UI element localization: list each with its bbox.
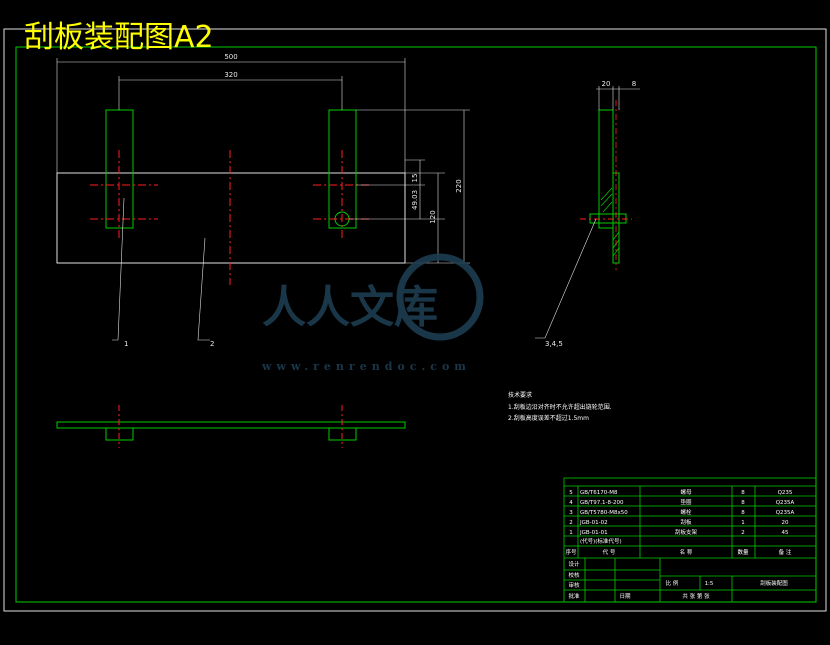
sign-label-check: 校核 — [568, 571, 580, 579]
side-view: 20 8 3,4,5 — [535, 80, 640, 348]
bom-row-3-no: 3 — [569, 510, 573, 516]
scale-value: 1:5 — [705, 581, 714, 587]
inner-frame — [15, 46, 817, 603]
tech-note-2: 2.刮板高度误差不超过1.5mm — [508, 414, 589, 422]
sign-label-review: 审核 — [568, 581, 580, 589]
outer-frame — [3, 28, 827, 612]
bom-row-5-name: 螺母 — [680, 488, 692, 496]
bom-row-1-no: 1 — [569, 530, 573, 536]
bom-row-5-qty: 8 — [741, 490, 745, 496]
bom-row-5-material: Q235 — [778, 490, 793, 496]
left-bracket — [105, 109, 134, 229]
bom-row-1-material: 45 — [782, 530, 789, 536]
drawing-title: 刮板装配图A2 — [24, 20, 214, 55]
bom-row-2-no: 2 — [569, 520, 573, 526]
tech-notes-heading: 技术要求 — [508, 391, 532, 399]
scraper-plate — [56, 172, 406, 264]
date-label: 日期 — [619, 593, 631, 600]
centerlines — [90, 150, 372, 285]
bom-row-3-material: Q235A — [776, 510, 795, 516]
dim-49: 49.03 — [411, 190, 419, 210]
dimension-lines — [56, 58, 470, 264]
side-dimension-lines — [535, 86, 640, 339]
watermark: 人人文库 www.renrendoc.com — [261, 253, 484, 373]
bom-row-2-qty: 1 — [741, 520, 745, 526]
top-view — [56, 405, 406, 448]
bom-row-1-qty: 2 — [741, 530, 745, 536]
bom-header-code: 代 号 — [603, 548, 616, 556]
callout-part-345: 3,4,5 — [545, 340, 563, 348]
sign-label-approve: 批准 — [568, 592, 580, 600]
bom-row-3-qty: 8 — [741, 510, 745, 516]
callout-part-1: 1 — [124, 340, 128, 348]
bom-row-3-code: GB/T5780-M8x50 — [580, 510, 628, 516]
tech-note-1: 1.刮板边沿对齐时不允许超出链轮范围. — [508, 403, 612, 411]
bom-row-1-code: JGB-01-01 — [579, 530, 608, 536]
bom-header-no: 序号 — [565, 548, 577, 556]
technical-notes: 技术要求 1.刮板边沿对齐时不允许超出链轮范围. 2.刮板高度误差不超过1.5m… — [508, 391, 612, 422]
dim-side-20: 20 — [602, 80, 611, 88]
watermark-url: www.renrendoc.com — [261, 360, 471, 373]
bom-row-3-name: 螺栓 — [680, 508, 692, 516]
dim-pin-spacing: 320 — [224, 71, 237, 79]
side-bracket — [598, 109, 614, 229]
bom-header-name: 名 称 — [680, 548, 693, 556]
top-plate — [56, 421, 406, 429]
sheet-label: 共 张 第 张 — [682, 592, 710, 600]
bom-row-4-code: GB/T97.1-8-200 — [580, 500, 624, 506]
bom-text: 5 GB/T6170-M8 螺母 8 Q235 4 GB/T97.1-8-200… — [565, 488, 794, 600]
title-block — [563, 477, 817, 603]
bom-row-1-name: 刮板支架 — [675, 528, 698, 536]
dim-15: 15 — [411, 174, 419, 183]
bom-row-4-material: Q235A — [776, 500, 795, 506]
dim-height-220: 220 — [455, 179, 463, 192]
dim-overall-width: 500 — [224, 53, 237, 61]
bom-row-4-no: 4 — [569, 500, 573, 506]
bom-header-qty: 数量 — [737, 548, 749, 556]
scale-label: 比 例 — [666, 579, 679, 587]
bom-row-5-code: GB/T6170-M8 — [580, 490, 618, 496]
dim-height-120: 120 — [429, 210, 437, 223]
watermark-ring — [396, 253, 484, 341]
bom-row-4-name: 垫圈 — [680, 498, 692, 506]
leader-lines — [112, 197, 210, 341]
bom-row-2-name: 刮板 — [680, 518, 692, 526]
bom-subheader: (代号)(标准代号) — [580, 537, 622, 545]
drawing-name: 刮板装配图 — [760, 579, 788, 587]
bom-row-5-no: 5 — [569, 490, 573, 496]
bom-row-2-code: JGB-01-02 — [579, 520, 608, 526]
sign-label-design: 设计 — [568, 560, 580, 568]
right-bracket — [328, 109, 357, 229]
front-view: 500 320 220 120 15 49.03 1 2 — [56, 53, 470, 348]
bom-row-4-qty: 8 — [741, 500, 745, 506]
bom-row-2-material: 20 — [782, 520, 789, 526]
watermark-text: 人人文库 — [262, 282, 438, 333]
bom-header-material: 备 注 — [779, 548, 792, 556]
dim-side-8: 8 — [632, 80, 636, 88]
top-centerlines — [118, 405, 343, 448]
callout-part-2: 2 — [210, 340, 214, 348]
